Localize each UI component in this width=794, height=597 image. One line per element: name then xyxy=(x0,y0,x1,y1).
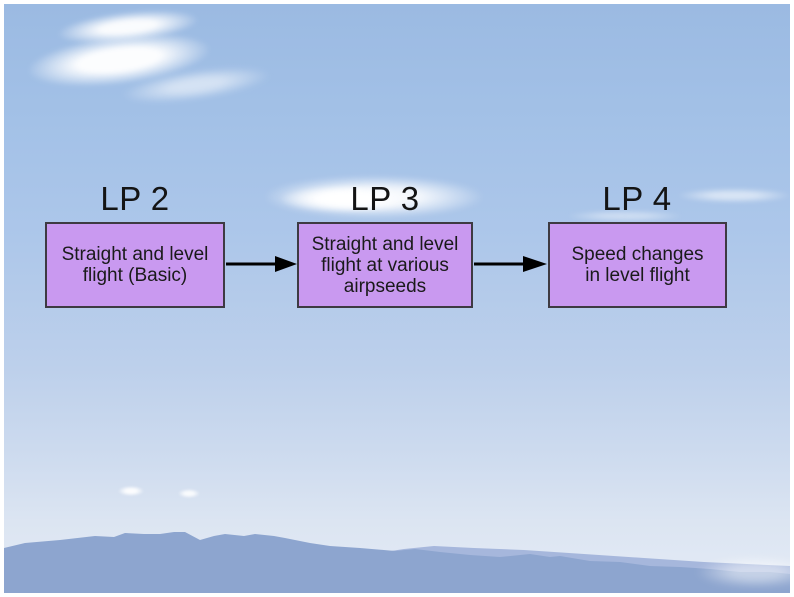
flow-box-lp2: Straight and level flight (Basic) xyxy=(45,222,225,308)
cloud-wisp-icon xyxy=(118,59,274,111)
flow-arrow-2 xyxy=(474,256,547,272)
flow-box-lp4: Speed changes in level flight xyxy=(548,222,727,308)
step-heading-lp4: LP 4 xyxy=(602,180,672,217)
step-heading-lp3: LP 3 xyxy=(350,180,420,217)
step-heading-lp2: LP 2 xyxy=(100,180,170,217)
flow-arrow-1 xyxy=(226,256,297,272)
flow-box-lp2-label: Straight and level flight (Basic) xyxy=(61,244,209,286)
sky-photo-background: LP 2 LP 3 LP 4 Straight and level flight… xyxy=(4,4,790,593)
cloud-icon xyxy=(25,25,213,95)
flow-box-lp4-label: Speed changes in level flight xyxy=(571,244,704,286)
flow-box-lp3-label: Straight and level flight at various air… xyxy=(311,233,459,297)
cloud-icon xyxy=(56,4,200,50)
flow-box-lp3: Straight and level flight at various air… xyxy=(297,222,473,308)
mountain-silhouette xyxy=(4,532,790,593)
